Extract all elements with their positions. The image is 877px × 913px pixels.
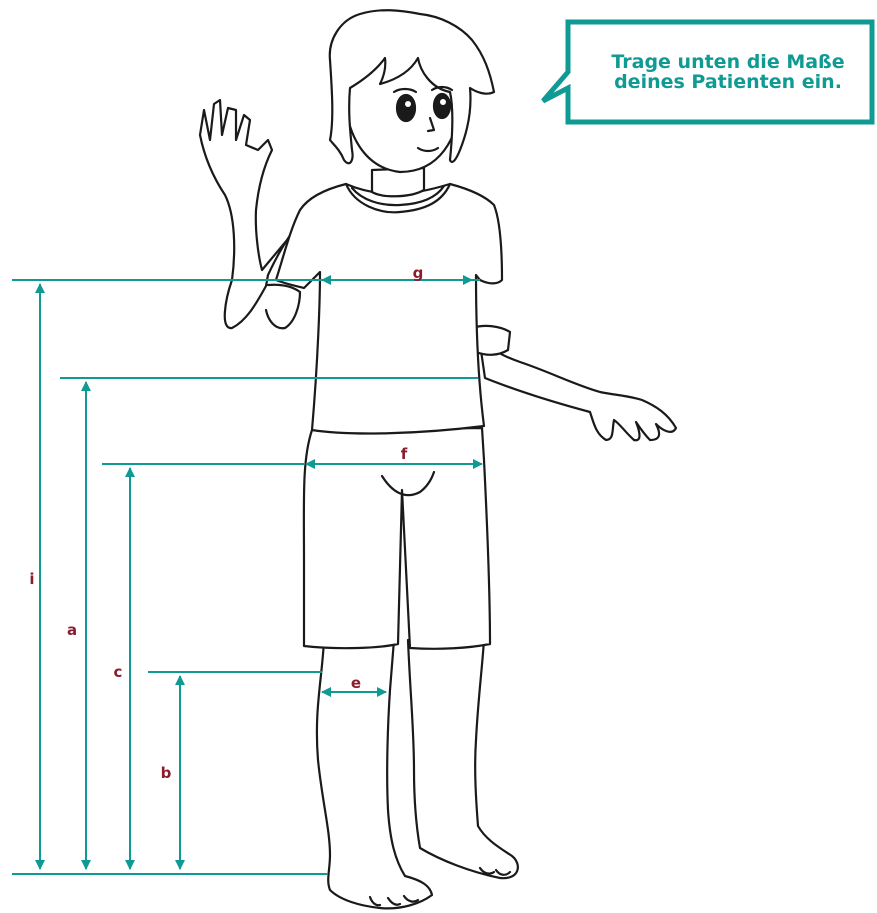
label-c: c xyxy=(114,663,123,681)
t-shirt xyxy=(276,184,502,433)
label-a: a xyxy=(67,621,77,639)
label-f: f xyxy=(401,445,408,463)
legs xyxy=(317,640,518,908)
head xyxy=(330,10,494,196)
raised-arm xyxy=(200,100,308,328)
label-g: g xyxy=(413,264,424,282)
callout-text: Trage unten die Maße deines Patienten ei… xyxy=(602,52,854,92)
boy-figure xyxy=(200,10,676,908)
callout: Trage unten die Maße deines Patienten ei… xyxy=(566,22,872,122)
shorts xyxy=(304,428,490,649)
label-b: b xyxy=(161,764,172,782)
label-i: i xyxy=(29,570,34,588)
label-e: e xyxy=(351,674,361,692)
lowered-arm xyxy=(472,326,676,440)
